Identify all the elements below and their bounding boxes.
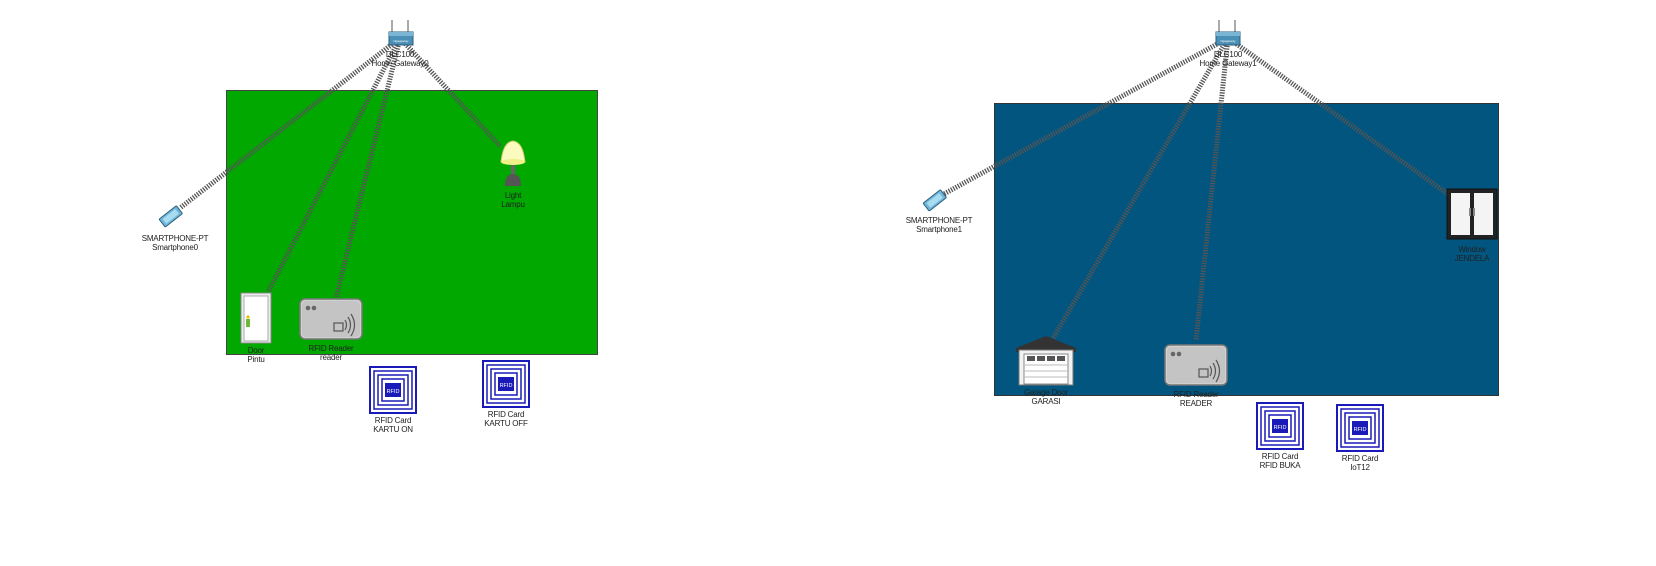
light-lampu[interactable] [493, 138, 533, 190]
rfid-card-icon: RFID [369, 366, 417, 414]
svg-text:Ngagetway: Ngagetway [393, 39, 409, 43]
rfid-card-iot12-label: RFID Card IoT12 [1341, 454, 1379, 472]
svg-text:RFID: RFID [500, 383, 513, 389]
rfid-reader-icon [299, 298, 363, 340]
door-label: Door Pintu [247, 346, 265, 364]
smartphone-0[interactable] [155, 202, 185, 232]
rfid-card-buka-label: RFID Card RFID BUKA [1259, 452, 1301, 470]
smartphone-0-label: SMARTPHONE-PT Smartphone0 [141, 234, 209, 252]
home-gateway-0[interactable]: Ngagetway [388, 18, 414, 48]
window-icon [1446, 188, 1498, 240]
rfid-reader-0[interactable] [298, 296, 364, 342]
home-gateway-icon: Ngagetway [1215, 20, 1241, 46]
rfid-reader-1[interactable] [1163, 342, 1229, 388]
rfid-card-icon: RFID [1256, 402, 1304, 450]
rfid-card-kartu-off[interactable]: RFID [482, 360, 530, 408]
smartphone-icon [922, 189, 947, 212]
home-gateway-1[interactable]: Ngagetway [1215, 18, 1241, 48]
home-gateway-icon: Ngagetway [388, 20, 414, 46]
svg-text:Ngagetway: Ngagetway [1220, 39, 1236, 43]
rfid-reader-1-label: RFID Reader READER [1173, 390, 1219, 408]
door-icon [240, 292, 272, 344]
window-label: Window JENDELA [1454, 245, 1490, 263]
rfid-card-on-label: RFID Card KARTU ON [373, 416, 413, 434]
window-jendela[interactable] [1446, 188, 1498, 240]
gateway-0-label: DLC100 Home Gateway0 [371, 50, 429, 68]
smartphone-1-label: SMARTPHONE-PT Smartphone1 [905, 216, 973, 234]
zone-left-green [226, 90, 598, 355]
smartphone-icon [158, 205, 183, 228]
smartphone-1[interactable] [919, 186, 949, 216]
garage-door-garasi[interactable] [1014, 334, 1078, 386]
rfid-reader-icon [1164, 344, 1228, 386]
svg-text:RFID: RFID [1354, 427, 1367, 433]
rfid-card-rfid-buka[interactable]: RFID [1256, 402, 1304, 450]
light-label: Light Lampu [501, 191, 525, 209]
rfid-reader-0-label: RFID Reader reader [308, 344, 354, 362]
svg-text:RFID: RFID [1274, 425, 1287, 431]
rfid-card-off-label: RFID Card KARTU OFF [484, 410, 528, 428]
gateway-1-label: DLC100 Home Gateway1 [1199, 50, 1257, 68]
rfid-card-icon: RFID [1336, 404, 1384, 452]
svg-text:RFID: RFID [387, 389, 400, 395]
rfid-card-iot12[interactable]: RFID [1336, 404, 1384, 452]
garage-door-label: Garage Door GARASI [1023, 388, 1069, 406]
garage-door-icon [1016, 336, 1076, 386]
door-pintu[interactable] [240, 292, 272, 344]
rfid-card-kartu-on[interactable]: RFID [369, 366, 417, 414]
lamp-icon [500, 140, 526, 186]
rfid-card-icon: RFID [482, 360, 530, 408]
